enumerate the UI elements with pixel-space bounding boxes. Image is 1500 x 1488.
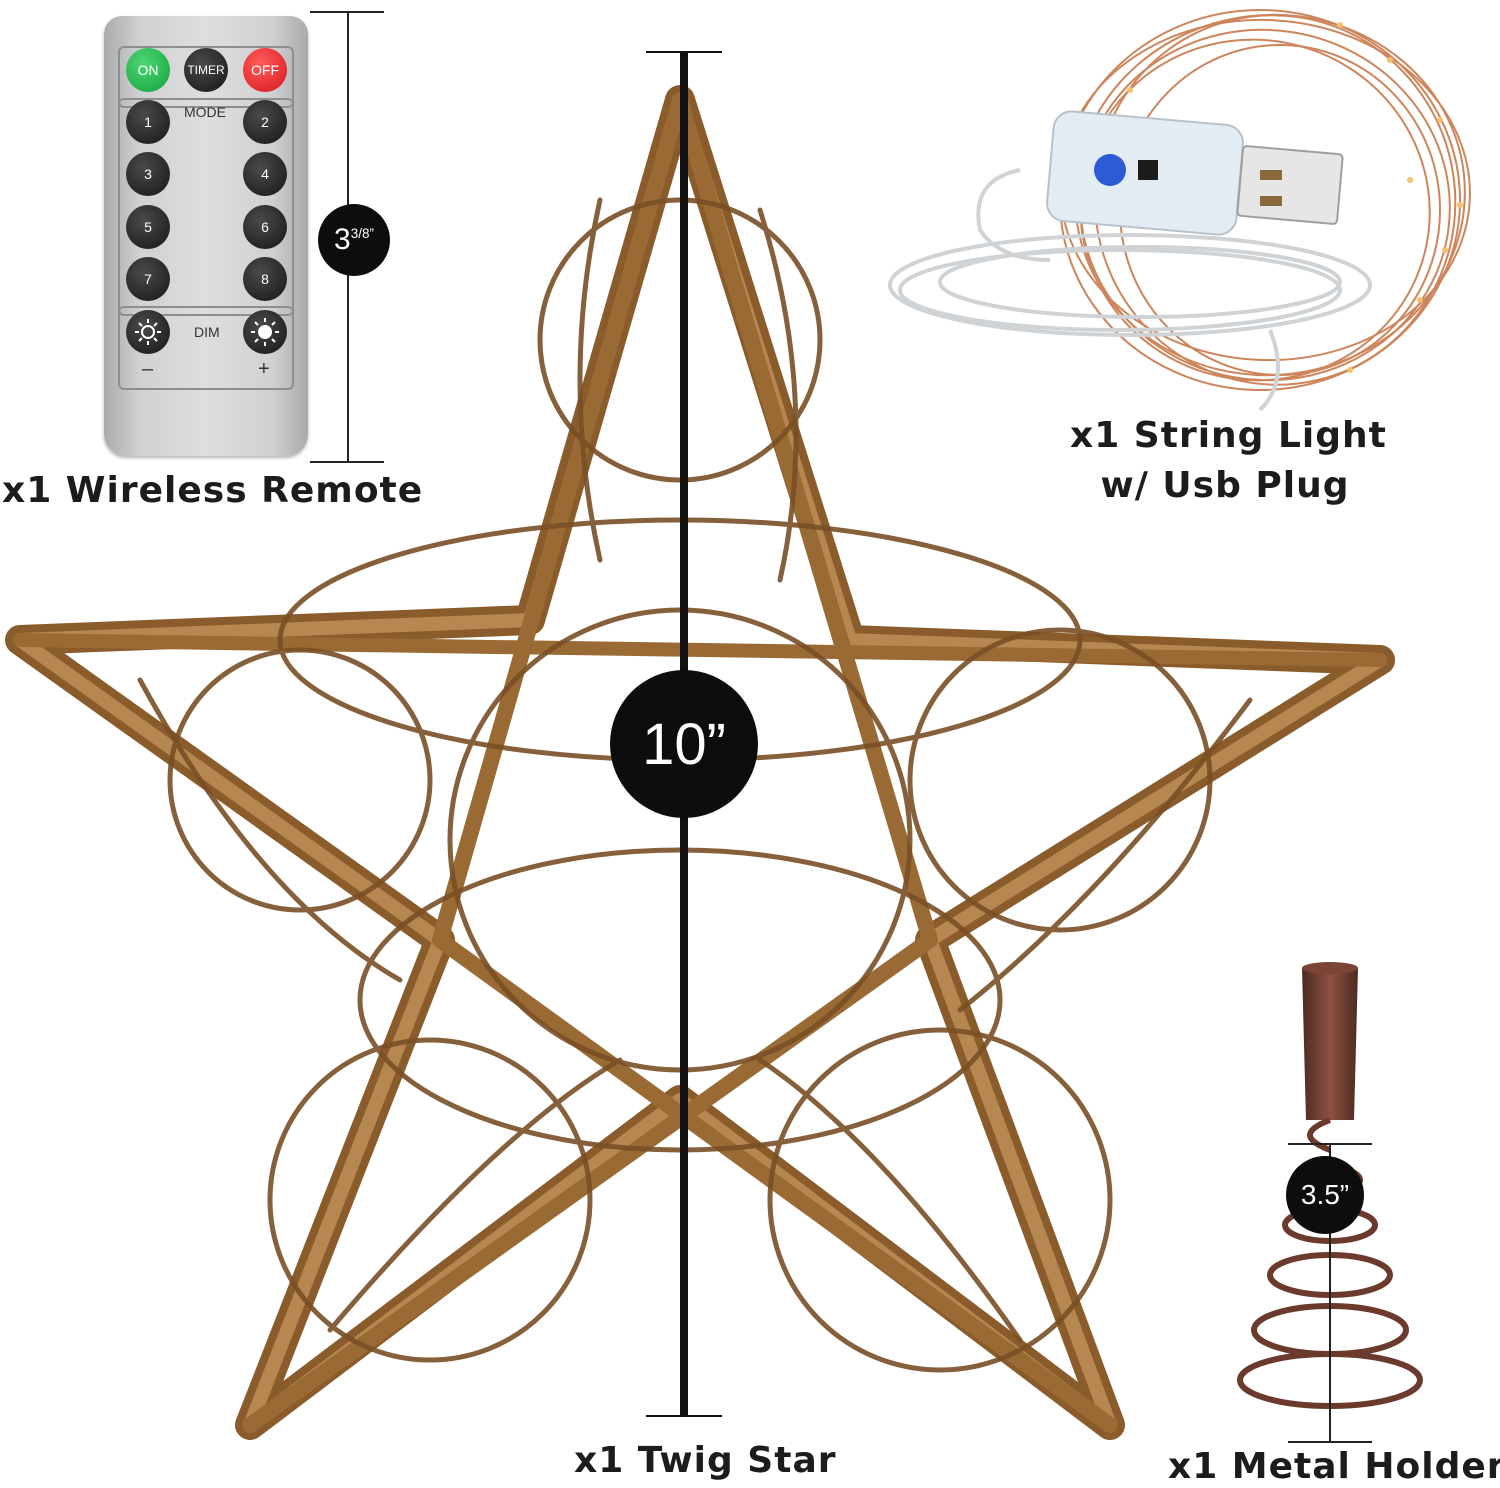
remote-dim-up-sun-icon [243, 310, 287, 354]
remote-caption: x1 Wireless Remote [2, 470, 424, 511]
star-caption: x1 Twig Star [574, 1440, 837, 1481]
remote-top-panel [118, 46, 294, 108]
remote-dim-down-sun-icon [126, 310, 170, 354]
remote-minus-label: – [142, 358, 154, 380]
remote-on-button: ON [126, 48, 170, 92]
remote-mode-button-8: 8 [243, 257, 287, 301]
string-light-caption-line1: x1 String Light [1070, 415, 1387, 456]
holder-dimension-badge: 3.5” [1286, 1156, 1364, 1234]
remote-dim-panel [118, 306, 294, 390]
remote-mode-button-1: 1 [126, 100, 170, 144]
star-dimension-badge: 10” [610, 670, 758, 818]
remote-mode-button-2: 2 [243, 100, 287, 144]
remote-mode-button-3: 3 [126, 152, 170, 196]
remote-mode-label: MODE [184, 104, 226, 120]
remote-dim-label: DIM [194, 324, 220, 340]
remote-off-button: OFF [243, 48, 287, 92]
remote-mode-button-6: 6 [243, 205, 287, 249]
string-light-caption-line2: w/ Usb Plug [1100, 465, 1350, 506]
remote-mode-button-5: 5 [126, 205, 170, 249]
string-light-image [888, 9, 1471, 412]
remote-mode-button-4: 4 [243, 152, 287, 196]
remote-mode-button-7: 7 [126, 257, 170, 301]
wireless-remote-image: ON TIMER OFF MODE 1 2 3 4 5 6 7 8 DIM – … [104, 16, 308, 456]
remote-mode-panel [118, 98, 294, 316]
remote-plus-label: + [258, 358, 270, 380]
holder-caption: x1 Metal Holder [1168, 1446, 1500, 1487]
remote-timer-button: TIMER [184, 48, 228, 92]
